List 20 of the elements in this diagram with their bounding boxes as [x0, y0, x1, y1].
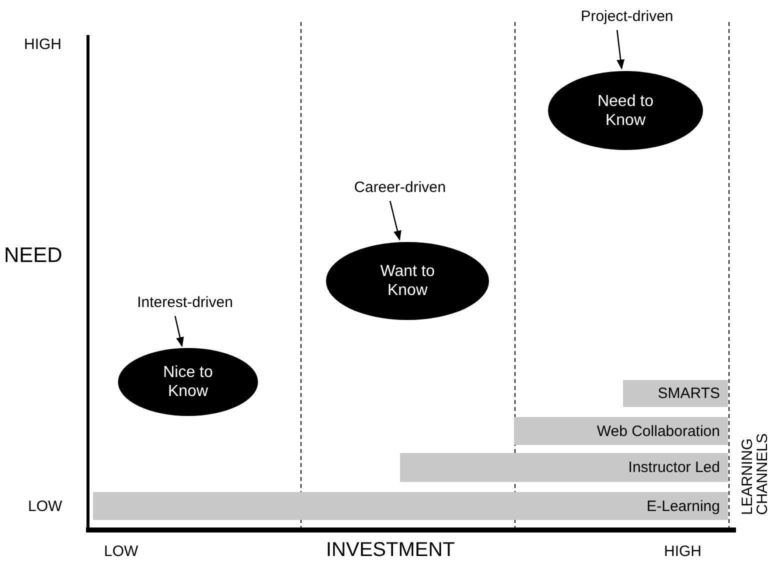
need-ellipse: Need to Know [548, 71, 703, 150]
driver-label: Project-driven [565, 7, 689, 27]
arrow [616, 30, 625, 70]
channel-bar: Instructor Led [400, 453, 728, 482]
need-ellipse: Nice to Know [118, 348, 258, 416]
channel-bar: SMARTS [623, 380, 728, 407]
axis-level-label: HIGH [664, 543, 702, 560]
axis-title: NEED [4, 244, 62, 268]
arrow [174, 316, 184, 348]
axis-level-label: HIGH [24, 36, 62, 53]
axis-title: LEARNING CHANNELS [740, 432, 770, 515]
need-ellipse: Want to Know [326, 242, 489, 320]
channel-bar: Web Collaboration [514, 417, 728, 445]
driver-label: Career-driven [338, 178, 462, 198]
axis-level-label: LOW [28, 498, 62, 515]
channel-bar: E-Learning [93, 492, 728, 520]
driver-label: Interest-driven [123, 293, 247, 313]
arrow [389, 200, 402, 241]
axis-level-label: LOW [104, 543, 138, 560]
axis-title: INVESTMENT [326, 539, 455, 562]
